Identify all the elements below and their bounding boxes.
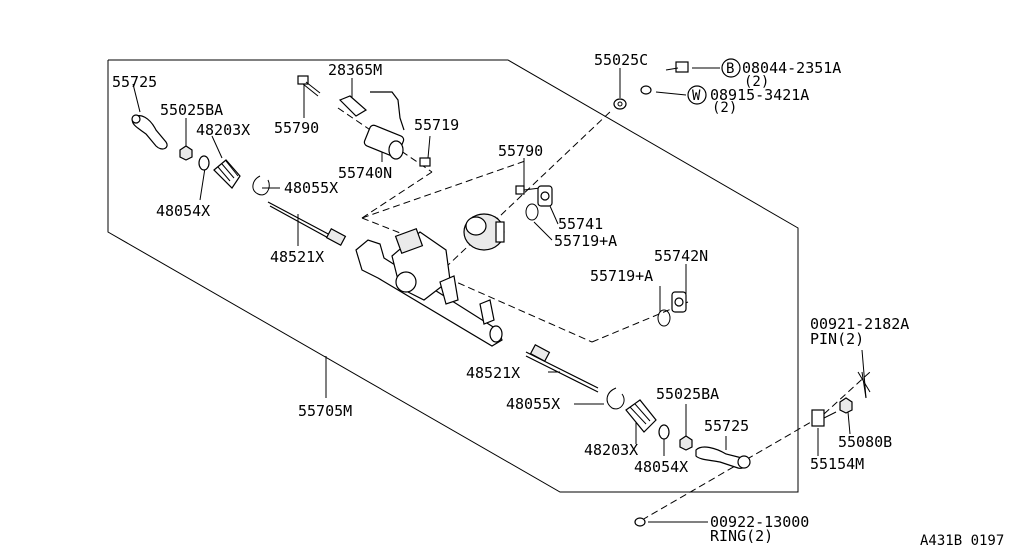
boot-left	[213, 159, 241, 189]
label-48203x-top: 48203X	[196, 121, 250, 139]
label-48054x-bottom: 48054X	[634, 458, 688, 476]
label-00922: 00922-13000	[710, 513, 809, 531]
label-48055x-bottom: 48055X	[506, 395, 560, 413]
inner-socket-left	[267, 201, 347, 246]
washer-08915	[640, 85, 652, 95]
label-55790-right: 55790	[498, 142, 543, 160]
label-55740n: 55740N	[338, 164, 392, 182]
boot-band-left	[252, 175, 270, 196]
bracket-28365m	[338, 91, 405, 131]
part-labels: 55725 55025BA 48203X 48054X 48055X 48521…	[112, 51, 1004, 549]
label-55725-bottom: 55725	[704, 417, 749, 435]
stud-55154m	[811, 409, 837, 427]
label-55154m: 55154M	[810, 455, 864, 473]
bolt-55790-left	[297, 75, 321, 97]
marker-w-text: W	[692, 88, 701, 104]
label-48203x-bottom: 48203X	[584, 441, 638, 459]
sensor-55740n	[363, 124, 405, 160]
tie-rod-end-right	[695, 446, 751, 469]
washer-55025c	[613, 98, 627, 110]
label-55742n: 55742N	[654, 247, 708, 265]
label-55025ba-bottom: 55025BA	[656, 385, 719, 403]
label-08044: 08044-2351A	[742, 59, 841, 77]
assembly-frame-outline	[107, 59, 799, 493]
o-ring-55719a-mid	[657, 309, 671, 327]
label-55025ba-top: 55025BA	[160, 101, 223, 119]
cotter-pin-00921	[857, 371, 871, 399]
clamp-left	[198, 155, 210, 171]
label-55725-top: 55725	[112, 73, 157, 91]
plug-55719-top	[419, 157, 431, 167]
clamp-right	[658, 424, 670, 440]
ring-00922	[634, 517, 646, 527]
label-55080b: 55080B	[838, 433, 892, 451]
label-08915-qty: (2)	[712, 100, 737, 116]
inner-socket-right	[525, 344, 599, 393]
tie-rod-end-left	[131, 114, 168, 150]
label-55719: 55719	[414, 116, 459, 134]
marker-w-circle: W	[687, 85, 707, 105]
reference-code: A431B 0197	[920, 533, 1004, 549]
marker-b-circle: B	[721, 58, 741, 78]
lock-nut-right	[679, 435, 693, 451]
cover-55741	[537, 185, 553, 207]
label-55719a-top: 55719+A	[554, 232, 617, 250]
bolt-08044	[665, 61, 689, 73]
label-08044-qty: (2)	[744, 74, 769, 90]
pinion-valve-assembly	[463, 213, 505, 251]
label-55025c: 55025C	[594, 51, 648, 69]
label-55719a-mid: 55719+A	[590, 267, 653, 285]
nut-55080b	[839, 397, 853, 414]
label-28365m: 28365M	[328, 61, 382, 79]
bolt-55790-right	[515, 185, 541, 195]
label-55705m: 55705M	[298, 402, 352, 420]
label-48521x-bottom: 48521X	[466, 364, 520, 382]
label-48055x-top: 48055X	[284, 179, 338, 197]
label-55741: 55741	[558, 215, 603, 233]
label-55790-left: 55790	[274, 119, 319, 137]
marker-b-text: B	[726, 61, 734, 77]
label-48521x-top: 48521X	[270, 248, 324, 266]
boot-band-right	[606, 387, 625, 410]
label-48054x-top: 48054X	[156, 202, 210, 220]
steering-gear-housing	[355, 228, 503, 347]
cover-55742n	[671, 291, 687, 313]
label-08915: 08915-3421A	[710, 86, 809, 104]
o-ring-55719a-top	[525, 203, 539, 221]
lock-nut-left	[179, 145, 193, 161]
label-00921: 00921-2182A	[810, 315, 909, 333]
label-00921-name: PIN(2)	[810, 330, 864, 348]
label-00922-name: RING(2)	[710, 527, 773, 545]
boot-right	[625, 399, 657, 433]
